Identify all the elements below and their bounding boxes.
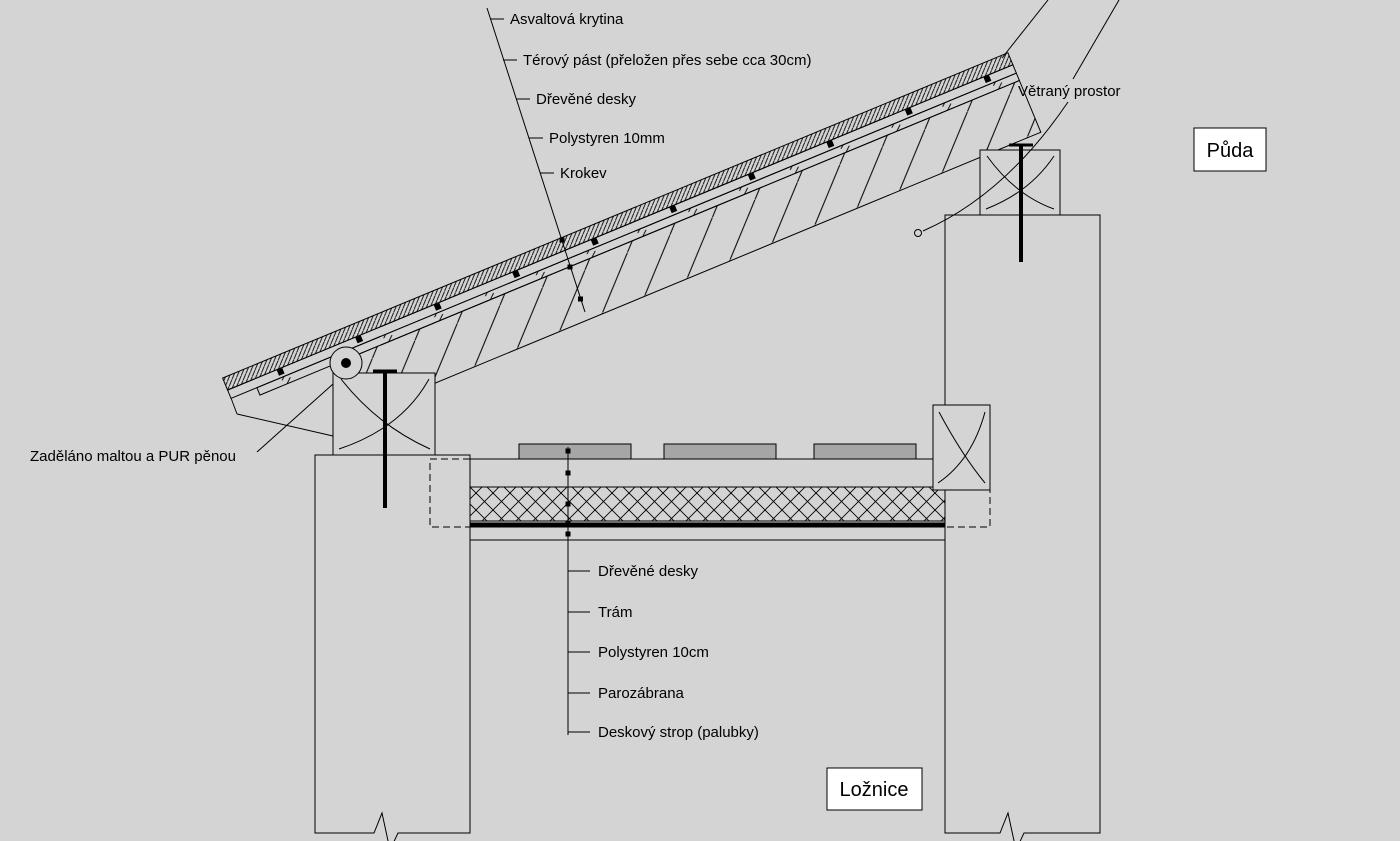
ceiling-layer-label: Deskový strop (palubky) xyxy=(598,724,759,741)
fascia-edge xyxy=(230,397,238,415)
ceiling-layer-label: Parozábrana xyxy=(598,685,685,702)
wood-grain-arc xyxy=(938,411,986,484)
roof-layer-leader: Asvaltová krytina Térový pást (přeložen … xyxy=(486,7,811,313)
ventilated-space-label: Větraný prostor xyxy=(1018,83,1121,100)
sealed-joint-label: Zaděláno maltou a PUR pěnou xyxy=(30,448,236,465)
wood-grain-arc xyxy=(986,155,1055,210)
roof-layer-label: Krokev xyxy=(560,165,607,182)
room-label-box xyxy=(826,767,923,811)
leader-marker xyxy=(565,531,571,537)
wood-grain-arc xyxy=(340,378,431,450)
floor-board xyxy=(518,443,632,460)
sealed-joint-annotation: Zaděláno maltou a PUR pěnou xyxy=(30,383,334,465)
anchor-rod-left xyxy=(373,369,397,508)
ceiling-layer-label: Polystyren 10cm xyxy=(598,644,709,661)
room-name: Ložnice xyxy=(840,779,909,801)
floor-board xyxy=(663,443,777,460)
leader-marker xyxy=(565,470,571,476)
roof-layer-label: Polystyren 10mm xyxy=(549,130,665,147)
ceiling-layer-label: Trám xyxy=(598,604,632,621)
leader-marker xyxy=(567,264,573,270)
roof-layer-label: Térový pást (přeložen přes sebe cca 30cm… xyxy=(523,52,811,69)
roof-extension-line xyxy=(1072,0,1120,80)
ceiling-layer-label: Dřevěné desky xyxy=(598,563,699,580)
hidden-beam-pocket-left xyxy=(429,458,470,528)
leader-end-circle xyxy=(914,229,922,237)
roof-assembly xyxy=(221,52,1042,410)
leader-marker xyxy=(578,296,583,302)
wood-grain-arc xyxy=(937,411,986,484)
floor-board xyxy=(813,443,917,460)
room-label-box xyxy=(1193,127,1267,172)
ventilated-space-annotation: Větraný prostor xyxy=(914,83,1121,237)
leader-line xyxy=(256,383,334,453)
leader-marker xyxy=(565,501,571,507)
leader-marker xyxy=(565,521,571,527)
room-name: Půda xyxy=(1207,140,1255,162)
leader-marker xyxy=(565,448,571,454)
roof-extension-line xyxy=(1001,0,1049,59)
soffit-line xyxy=(236,413,334,437)
room-label-bedroom: Ložnice xyxy=(826,767,923,811)
ceiling-polystyrene-layer xyxy=(469,486,946,522)
eave-round-pole-center xyxy=(341,358,351,368)
right-wall xyxy=(944,214,1101,841)
leader-marker xyxy=(559,237,565,243)
leader-line xyxy=(486,7,586,313)
roof-layer-label: Dřevěné desky xyxy=(536,91,637,108)
ceiling-boards-layer xyxy=(469,526,946,541)
left-wall xyxy=(314,454,471,841)
wood-grain-arc xyxy=(338,378,430,450)
wood-grain-arc xyxy=(985,155,1055,210)
curved-leader xyxy=(922,101,1069,232)
roof-layer-label: Asvaltová krytina xyxy=(510,11,624,28)
room-label-attic: Půda xyxy=(1193,127,1267,172)
ceiling-layer-leader: Dřevěné desky Trám Polystyren 10cm Paroz… xyxy=(565,447,759,741)
anchor-rod-right xyxy=(1009,143,1033,262)
beam-block-right xyxy=(932,404,991,491)
